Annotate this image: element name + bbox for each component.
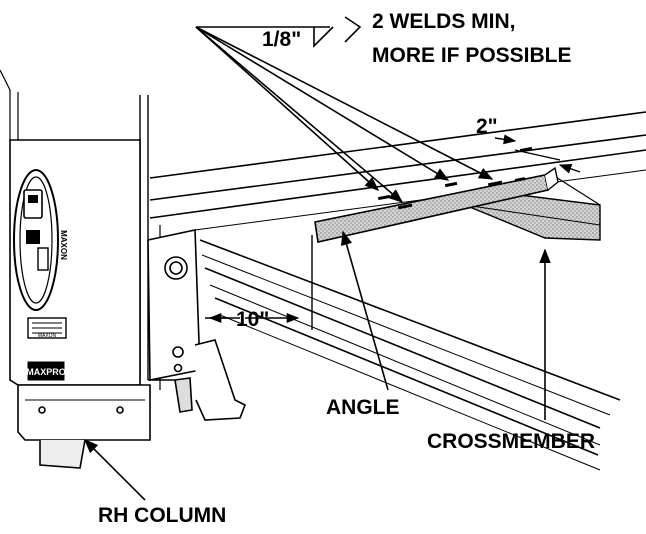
weld-size-label: 1/8" <box>262 28 301 51</box>
crossmember-label: CROSSMEMBER <box>427 430 595 453</box>
rh-column-label: RH COLUMN <box>98 504 226 527</box>
dimension-10-label: 10" <box>236 308 269 331</box>
dimension-2 <box>494 134 581 174</box>
weld-beads <box>377 146 533 210</box>
angle-bracket <box>314 146 559 243</box>
callout-leaders <box>83 230 551 501</box>
toggle-switch-icon <box>23 189 43 219</box>
pod-brand: MAXON <box>59 230 68 260</box>
weld-leaders <box>195 16 494 203</box>
weld-note-line2: MORE IF POSSIBLE <box>372 44 572 67</box>
control-pod: MAXON <box>13 169 68 311</box>
dimension-10 <box>205 235 313 330</box>
column-decals: MAXON MAXPRO <box>26 317 67 381</box>
weld-note-line1: 2 WELDS MIN, <box>372 10 516 33</box>
plate-text: MAXON <box>38 333 57 339</box>
dimension-2-label: 2" <box>476 115 498 138</box>
angle-label: ANGLE <box>326 396 400 419</box>
maxpro-badge: MAXPRO <box>26 367 66 377</box>
